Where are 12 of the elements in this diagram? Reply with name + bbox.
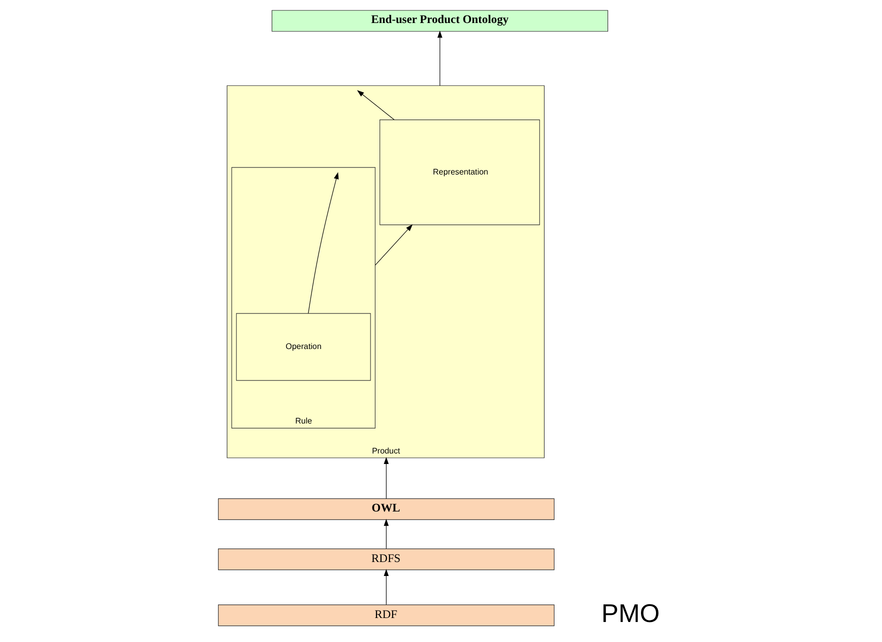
- node-box: End-user Product Ontology: [271, 10, 608, 32]
- arrow: [308, 172, 338, 314]
- arrow: [383, 518, 388, 549]
- node-box: RDFS: [218, 548, 554, 570]
- arrow: [383, 569, 388, 605]
- label: PMO: [600, 600, 660, 628]
- arrow: [383, 456, 388, 499]
- arrow: [374, 224, 412, 266]
- node-box: RDF: [218, 604, 554, 626]
- node-box: OWL: [218, 498, 554, 520]
- arrow: [436, 30, 442, 86]
- arrow: [356, 90, 394, 120]
